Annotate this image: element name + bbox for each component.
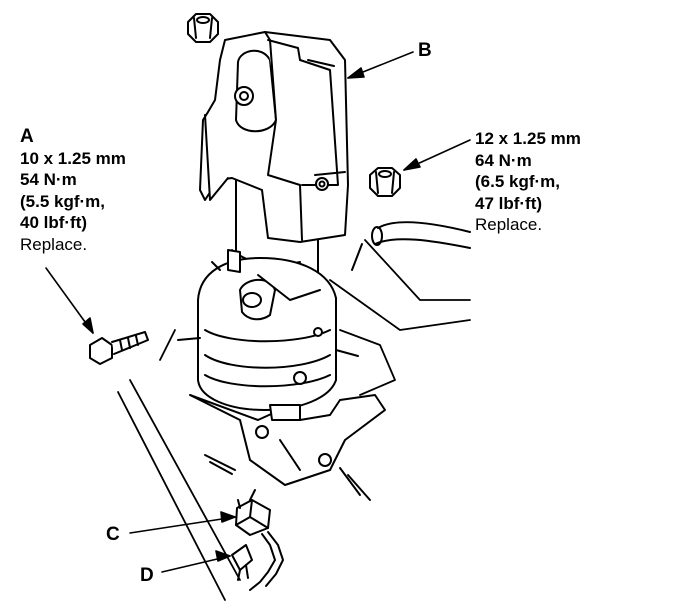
callout-b-letter: B [418, 40, 432, 61]
arrowhead-d [215, 550, 231, 562]
nut-spec-note: Replace. [475, 215, 543, 234]
nut-right [369, 167, 401, 197]
callout-a-note: Replace. [20, 234, 88, 254]
engine-mount [177, 257, 359, 411]
callout-a-torque-lbf: 40 lbf·ft) [20, 213, 88, 232]
upper-mount-bracket [199, 31, 349, 243]
callout-a-spec: A 10 x 1.25 mm 54 N·m (5.5 kgf·m, 40 lbf… [20, 126, 126, 255]
mount-studs [211, 249, 241, 273]
nut-spec-torque-nm: 64 N·m [475, 150, 532, 170]
callout-c-letter: C [106, 524, 120, 545]
arrowhead-a [82, 317, 94, 334]
frame-rail-lines [117, 239, 471, 601]
hose [351, 221, 471, 271]
nut-top [187, 13, 219, 43]
arrowhead-c [220, 511, 236, 523]
mount-base-plate [189, 394, 386, 501]
nut-spec-torque-kgf: (6.5 kgf·m, [475, 172, 561, 191]
harness-clip [231, 544, 253, 581]
callout-a-torque-kgf: (5.5 kgf·m, [20, 191, 106, 211]
callout-a-torque-nm: 54 N·m [20, 170, 77, 189]
wire-connector [235, 489, 284, 591]
arrowhead-nut [403, 158, 421, 171]
nut-spec-size: 12 x 1.25 mm [475, 129, 581, 148]
leader-c [129, 516, 236, 534]
bolt-a [89, 331, 149, 365]
nut-spec: 12 x 1.25 mm 64 N·m (6.5 kgf·m, 47 lbf·f… [475, 128, 581, 236]
callout-a-letter: A [20, 126, 34, 147]
leader-arrows [45, 51, 471, 573]
callout-d-letter: D [140, 565, 154, 586]
callout-a-size: 10 x 1.25 mm [20, 148, 126, 168]
arrowhead-b [347, 67, 365, 79]
nut-spec-torque-lbf: 47 lbf·ft) [475, 193, 543, 213]
